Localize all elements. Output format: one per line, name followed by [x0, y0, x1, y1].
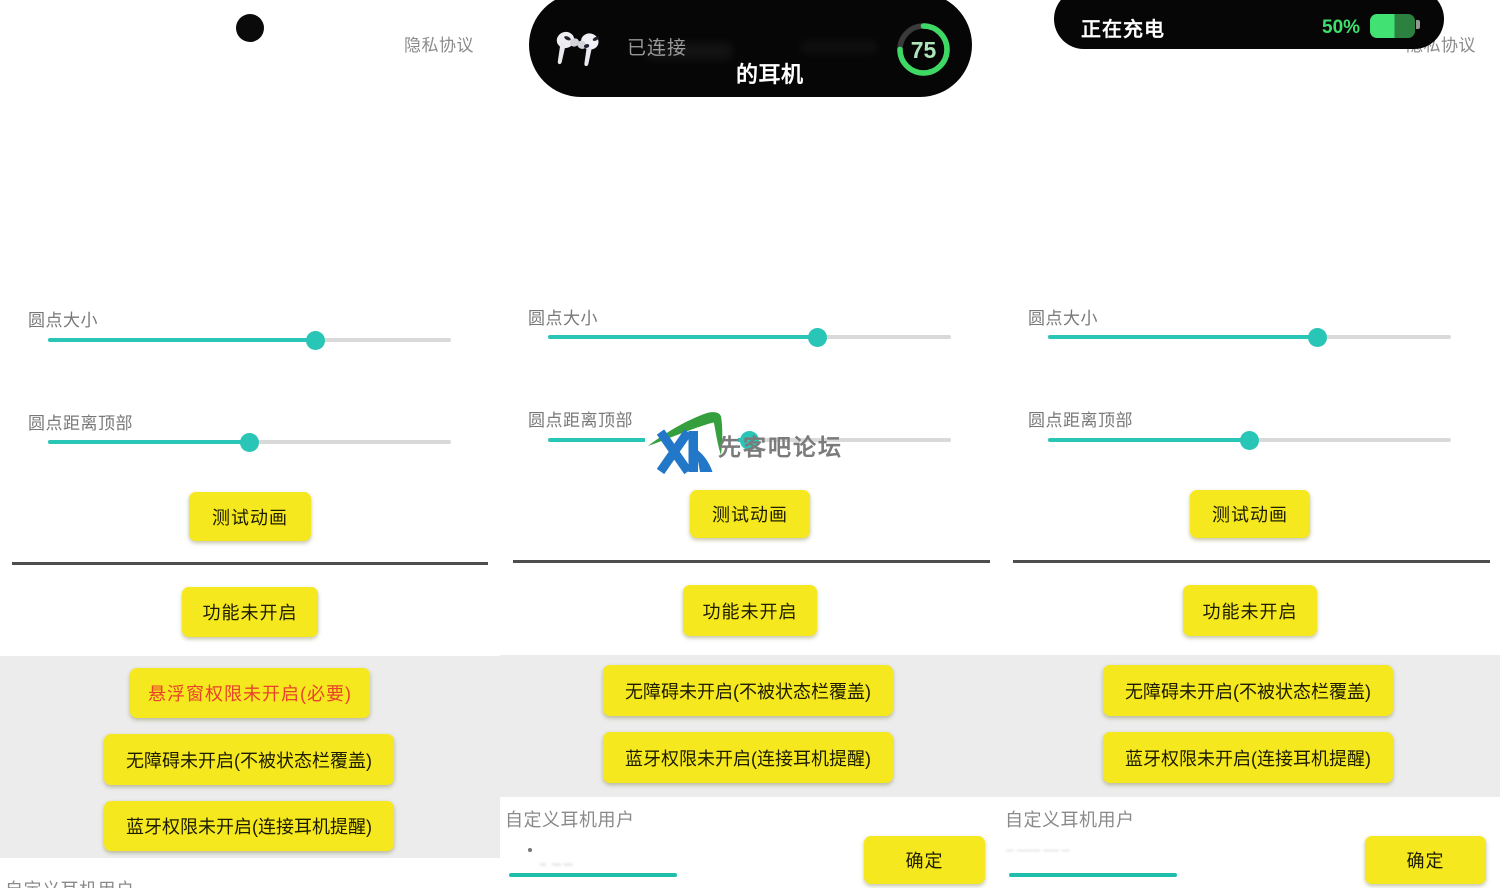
svg-text:75: 75	[911, 37, 937, 63]
